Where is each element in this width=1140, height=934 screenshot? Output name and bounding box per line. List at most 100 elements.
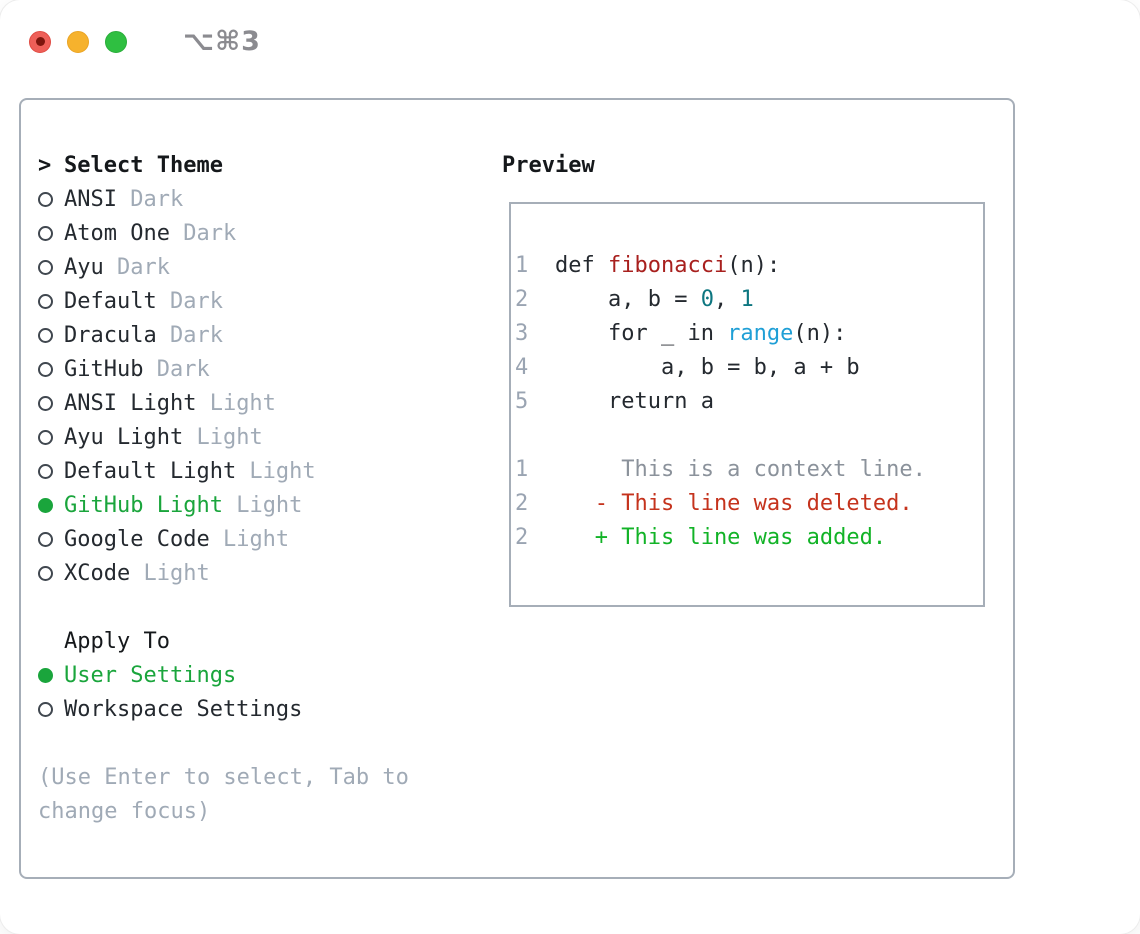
marker-gutter: [38, 531, 64, 547]
spacer: [38, 726, 409, 760]
marker-gutter: [38, 259, 64, 275]
radio-unselected-icon: [38, 225, 53, 241]
line-number: 2: [515, 490, 529, 516]
preview-title: Preview: [502, 152, 595, 178]
theme-name: Ayu: [64, 254, 104, 280]
radio-selected-icon: [38, 667, 53, 683]
theme-name: GitHub: [64, 356, 144, 382]
theme-variant: Light: [196, 390, 276, 416]
code-line: 2 + This line was added.: [515, 520, 983, 554]
code-segment: def: [555, 252, 608, 278]
theme-name: ANSI Light: [64, 390, 197, 416]
line-number: 1: [515, 252, 529, 278]
theme-option[interactable]: Ayu Light Light: [38, 420, 409, 454]
theme-name: Ayu Light: [64, 424, 184, 450]
theme-name: Default: [64, 288, 157, 314]
theme-option[interactable]: Default Dark: [38, 284, 409, 318]
code-line: 3 for _ in range(n):: [515, 316, 983, 350]
apply-to-title: Apply To: [64, 628, 170, 654]
radio-unselected-icon: [38, 531, 53, 547]
theme-name: Atom One: [64, 220, 170, 246]
theme-name: XCode: [64, 560, 131, 586]
line-number: 2: [515, 524, 529, 550]
title-bar: ⌥⌘3: [29, 26, 261, 57]
marker-gutter: [38, 701, 64, 717]
apply-target-option[interactable]: User Settings: [38, 658, 409, 692]
theme-option[interactable]: Default Light Light: [38, 454, 409, 488]
theme-option[interactable]: Atom One Dark: [38, 216, 409, 250]
radio-unselected-icon: [38, 191, 53, 207]
line-number: 3: [515, 320, 529, 346]
radio-selected-icon: [38, 497, 53, 513]
marker-gutter: [38, 463, 64, 479]
theme-variant: Light: [130, 560, 210, 586]
theme-name: ANSI: [64, 186, 117, 212]
select-theme-title: Select Theme: [64, 152, 223, 178]
zoom-button[interactable]: [105, 30, 127, 53]
theme-option[interactable]: Ayu Dark: [38, 250, 409, 284]
code-segment: (n):: [727, 252, 781, 278]
marker-gutter: [38, 191, 64, 207]
line-number: 5: [515, 388, 529, 414]
code-segment: return a: [555, 388, 714, 414]
spacer: [38, 590, 409, 624]
focus-dot-icon: [35, 37, 45, 46]
close-button[interactable]: [29, 30, 51, 53]
marker-gutter: [38, 293, 64, 309]
radio-unselected-icon: [38, 361, 53, 377]
code-segment: ,: [713, 286, 741, 312]
theme-variant: Dark: [103, 254, 170, 280]
code-segment: for _ in: [555, 320, 728, 346]
radio-unselected-icon: [38, 395, 53, 411]
theme-variant: Dark: [116, 186, 184, 212]
code-line: 5 return a: [515, 384, 983, 418]
theme-variant: Dark: [169, 220, 237, 246]
code-segment: (n):: [793, 320, 847, 346]
theme-option[interactable]: GitHub Dark: [38, 352, 409, 386]
theme-variant: Light: [236, 458, 316, 484]
line-number: 4: [515, 354, 529, 380]
apply-to-header: Apply To: [38, 624, 409, 658]
theme-option[interactable]: ANSI Light Light: [38, 386, 409, 420]
theme-option[interactable]: Dracula Dark: [38, 318, 409, 352]
code-segment: range: [727, 320, 794, 346]
theme-option[interactable]: GitHub Light Light: [38, 488, 409, 522]
code-line: [515, 418, 983, 452]
theme-option[interactable]: Google Code Light: [38, 522, 409, 556]
line-number: 2: [515, 286, 529, 312]
radio-unselected-icon: [38, 293, 53, 309]
theme-name: Dracula: [64, 322, 157, 348]
code-segment: + This line was added.: [555, 524, 887, 550]
code-segment: 1: [740, 286, 754, 312]
marker-gutter: [38, 327, 64, 343]
radio-unselected-icon: [38, 701, 53, 717]
marker-gutter: [38, 667, 64, 683]
code-segment: 0: [700, 286, 714, 312]
line-number: 1: [515, 456, 529, 482]
code-segment: This is a context line.: [555, 456, 926, 482]
theme-variant: Light: [222, 492, 303, 518]
theme-name: GitHub Light: [64, 492, 223, 518]
hint-text: change focus): [38, 798, 211, 824]
theme-variant: Light: [209, 526, 290, 552]
theme-option[interactable]: XCode Light: [38, 556, 409, 590]
radio-unselected-icon: [38, 565, 53, 581]
code-line: 2 - This line was deleted.: [515, 486, 983, 520]
theme-option[interactable]: ANSI Dark: [38, 182, 409, 216]
code-segment: a, b = b, a + b: [555, 354, 860, 380]
theme-name: Default Light: [64, 458, 237, 484]
minimize-button[interactable]: [67, 30, 89, 53]
apply-target-option[interactable]: Workspace Settings: [38, 692, 409, 726]
code-segment: - This line was deleted.: [555, 490, 913, 516]
marker-gutter: [38, 361, 64, 377]
radio-unselected-icon: [38, 463, 53, 479]
